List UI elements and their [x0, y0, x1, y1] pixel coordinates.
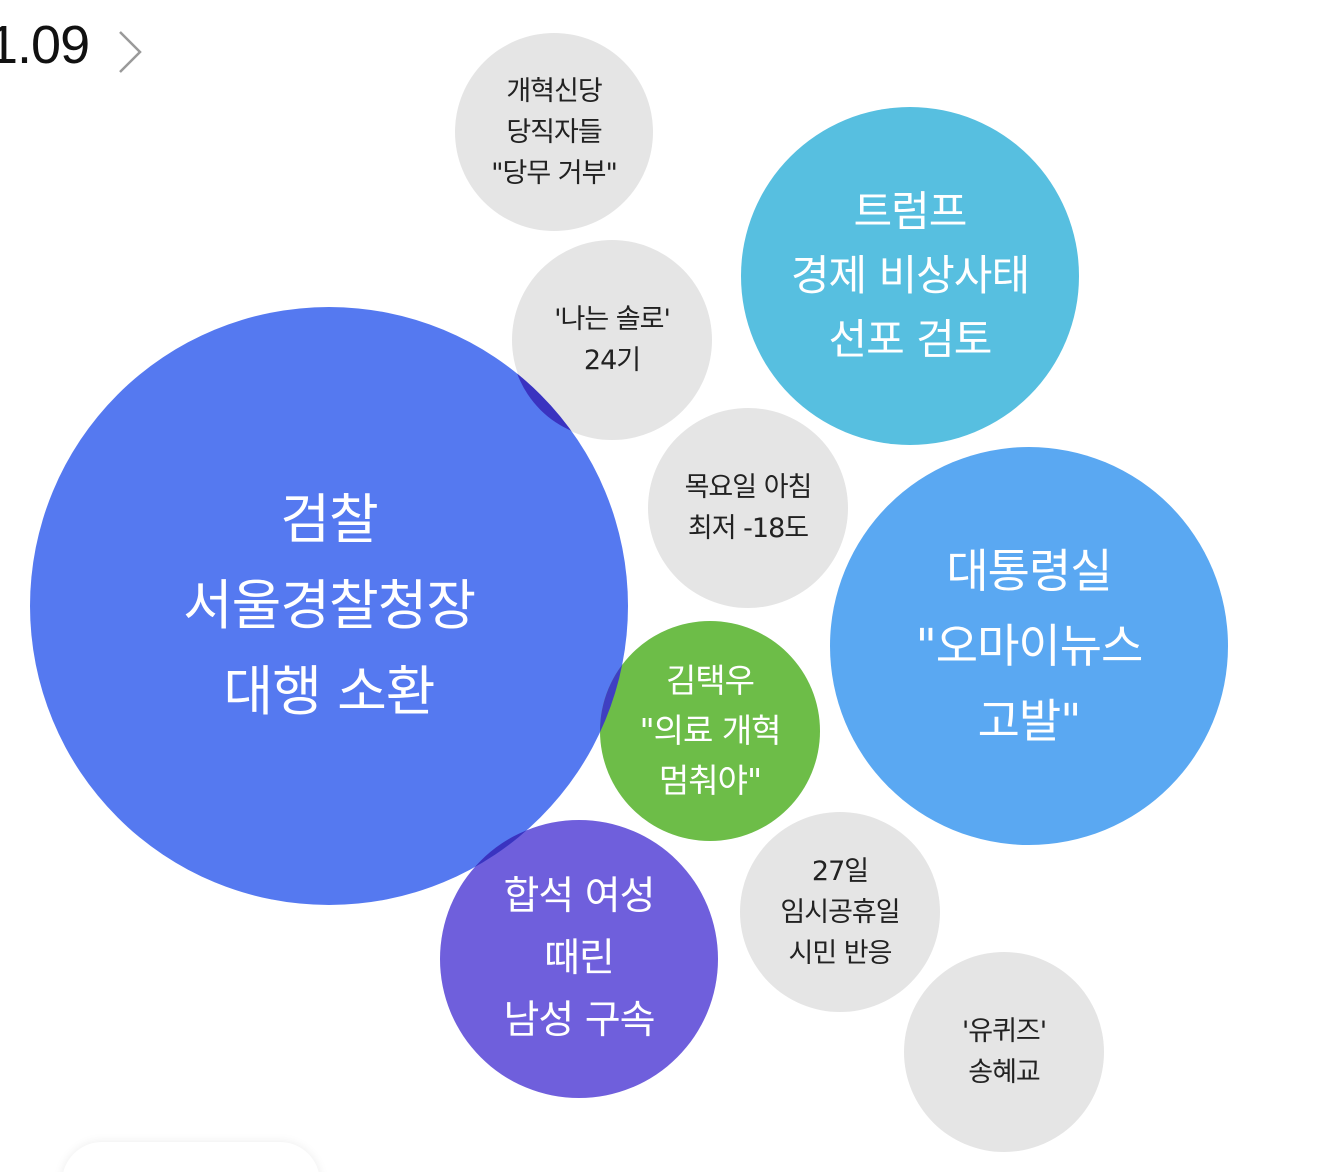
topic-label: 트럼프 경제 비상사태 선포 검토	[790, 187, 1030, 364]
topic-label: 김택우 "의료 개혁 멈춰야"	[639, 661, 781, 800]
topic-label: 27일 임시공휴일 시민 반응	[780, 855, 900, 969]
topic-label: 합석 여성 때린 남성 구속	[503, 874, 656, 1043]
topic-bubble-weather[interactable]: 목요일 아침 최저 -18도	[648, 408, 848, 608]
topic-bubble-trump[interactable]: 트럼프 경제 비상사태 선포 검토	[741, 107, 1079, 445]
date-label: 1.09	[0, 15, 90, 75]
topic-label: 개혁신당 당직자들 "당무 거부"	[491, 75, 618, 189]
topic-label: 검찰 서울경찰청장 대행 소환	[182, 488, 476, 723]
topic-bubble-kim[interactable]: 김택우 "의료 개혁 멈춰야"	[600, 621, 820, 841]
bottom-card[interactable]	[62, 1142, 320, 1172]
topic-label: '나는 솔로' 24기	[554, 304, 671, 376]
topic-label: 목요일 아침 최저 -18도	[684, 472, 813, 544]
topic-bubble-quiz[interactable]: '유퀴즈' 송혜교	[904, 952, 1104, 1152]
topic-label: '유퀴즈' 송혜교	[961, 1016, 1047, 1088]
topic-bubble-reform-party[interactable]: 개혁신당 당직자들 "당무 거부"	[455, 33, 653, 231]
topic-bubble-president-office[interactable]: 대통령실 "오마이뉴스 고발"	[830, 447, 1228, 845]
chevron-right-icon[interactable]	[112, 30, 152, 74]
topic-label: 대통령실 "오마이뉴스 고발"	[915, 543, 1144, 748]
topic-bubble-holiday[interactable]: 27일 임시공휴일 시민 반응	[740, 812, 940, 1012]
topic-bubble-prosecution[interactable]: 검찰 서울경찰청장 대행 소환	[30, 307, 628, 905]
